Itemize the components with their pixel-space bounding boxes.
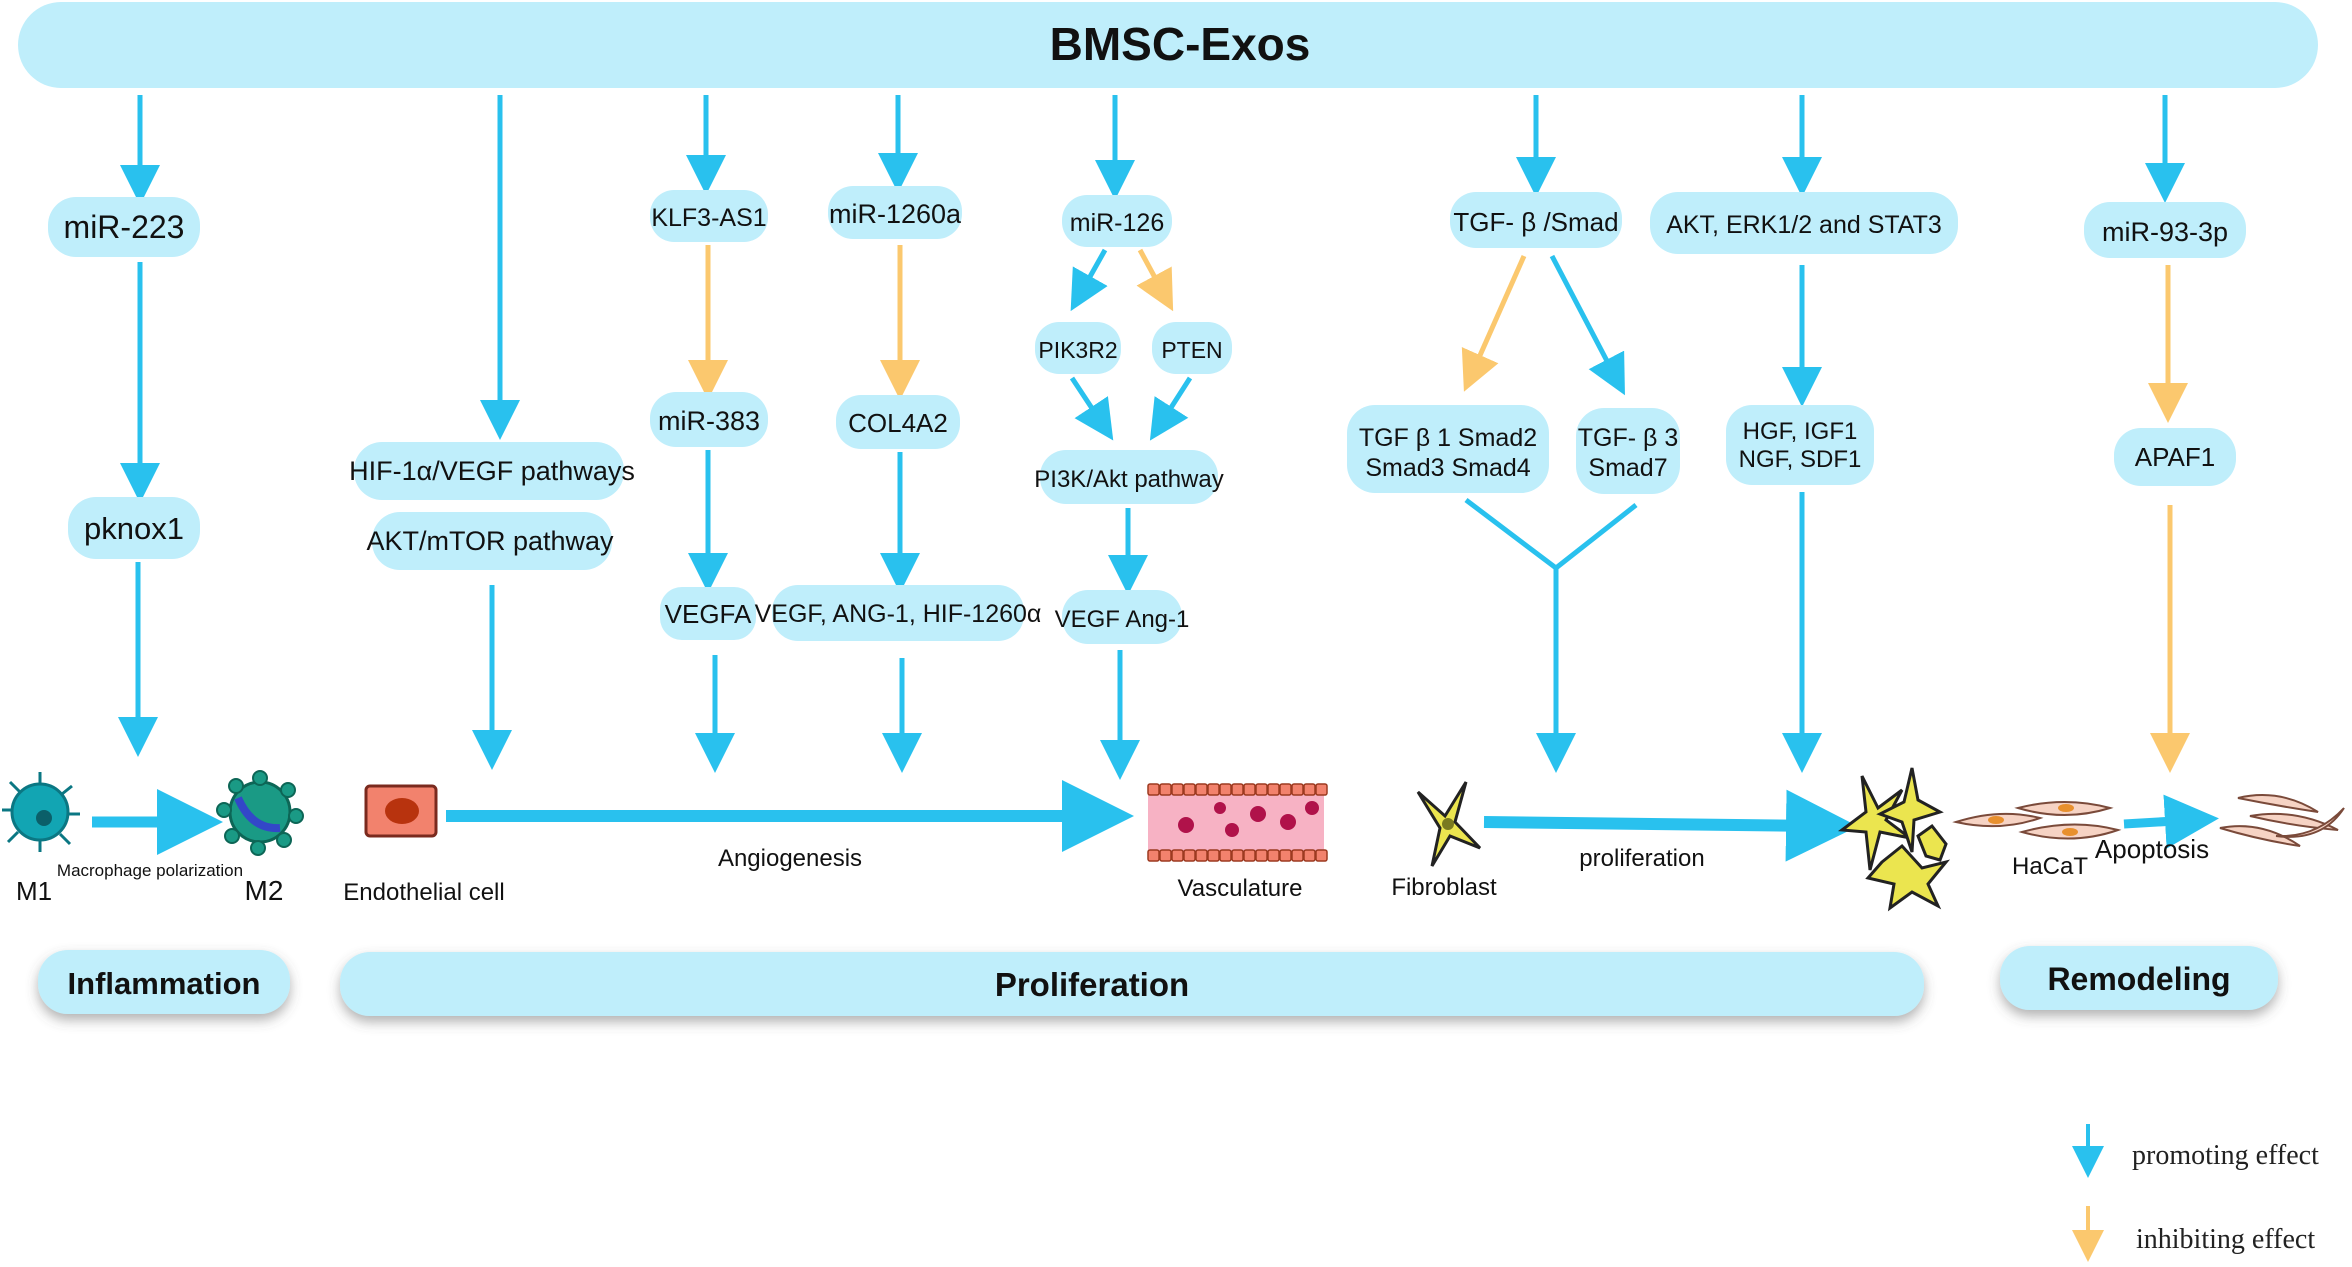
node-mir383 <box>650 392 768 447</box>
phase-proliferation-bar <box>340 952 1924 1016</box>
arrow-mir126-pik3r2 <box>1070 248 1108 312</box>
node-apaf1 <box>2114 428 2236 486</box>
node-mir223 <box>48 197 200 257</box>
arrow-mir126-pten <box>1136 248 1174 312</box>
node-pknox1 <box>68 497 200 559</box>
hacat-label: HaCaT <box>2012 853 2088 880</box>
macrophage-polarization-label: Macrophage polarization <box>57 861 243 880</box>
title-text: BMSC-Exos <box>1050 18 1311 70</box>
node-mir383-label: miR-383 <box>658 406 760 436</box>
node-col4a2 <box>836 395 960 449</box>
phase-remodeling-label: Remodeling <box>2047 961 2230 997</box>
node-tgfb3-line1: TGF- β 3 <box>1578 424 1679 452</box>
node-mir93 <box>2084 202 2246 258</box>
node-mir1260a-label: miR-1260a <box>829 199 962 229</box>
node-vegfa <box>660 587 756 640</box>
node-klf3 <box>650 190 768 242</box>
node-mir1260a <box>828 186 962 239</box>
node-col4a2-label: COL4A2 <box>848 408 948 438</box>
node-pi3k-label: PI3K/Akt pathway <box>1034 466 1223 493</box>
legend-promote-label: promoting effect <box>2132 1140 2319 1171</box>
node-pten <box>1152 322 1232 374</box>
phase-inflammation-bar <box>38 950 290 1014</box>
m1-label: M1 <box>16 876 52 906</box>
node-tgf-smad <box>1450 192 1622 248</box>
node-vegfa-label: VEGFA <box>665 599 752 629</box>
node-klf3-label: KLF3-AS1 <box>651 204 766 232</box>
node-mir223-label: miR-223 <box>64 209 185 245</box>
node-vegf-ang-label: VEGF, ANG-1, HIF-1260α <box>755 600 1042 628</box>
arrow-apoptosis <box>2123 794 2219 849</box>
apoptotic-cells-icon <box>2219 794 2345 847</box>
fibroblast-icon <box>1416 781 1482 867</box>
node-tgf-smad-label: TGF- β /Smad <box>1453 207 1618 237</box>
arrow-pik3r2-pi3k <box>1069 376 1114 441</box>
m2-label: M2 <box>245 875 284 906</box>
phase-proliferation-label: Proliferation <box>995 966 1189 1003</box>
node-vegf-ang <box>772 585 1024 641</box>
angiogenesis-label: Angiogenesis <box>718 845 862 872</box>
merge-lines-tgf <box>1464 498 1638 572</box>
fibroblast-label: Fibroblast <box>1391 874 1497 901</box>
arrow-proliferation <box>1483 789 1858 862</box>
node-mir126-label: miR-126 <box>1070 209 1164 237</box>
node-pik3r2 <box>1035 322 1121 374</box>
node-akt-erk <box>1650 192 1958 254</box>
node-vegf-ang1-label: VEGF Ang-1 <box>1055 606 1190 633</box>
node-pik3r2-label: PIK3R2 <box>1038 337 1117 363</box>
node-tgfb3-line2: Smad7 <box>1588 454 1667 482</box>
endothelial-cell-label: Endothelial cell <box>343 879 504 906</box>
m2-macrophage-icon <box>216 770 304 856</box>
node-pten-label: PTEN <box>1161 337 1222 363</box>
node-akt-erk-label: AKT, ERK1/2 and STAT3 <box>1666 211 1942 239</box>
node-hgf <box>1726 405 1874 485</box>
arrow-tgf-tgfb1 <box>1461 254 1527 392</box>
arrow-tgf-tgfb3 <box>1549 254 1625 396</box>
vasculature-icon <box>1147 783 1328 862</box>
node-apaf1-label: APAF1 <box>2135 442 2215 472</box>
node-akt-mtor <box>372 512 612 570</box>
node-hif-vegf <box>354 442 624 500</box>
hacat-cells-icon <box>1952 801 2122 840</box>
node-akt-mtor-label: AKT/mTOR pathway <box>366 526 614 556</box>
phase-remodeling-bar <box>2000 946 2278 1010</box>
node-hgf-line2: NGF, SDF1 <box>1739 446 1862 473</box>
node-tgfb1 <box>1347 405 1549 493</box>
node-tgfb3 <box>1576 408 1680 494</box>
m1-macrophage-icon <box>2 772 80 852</box>
node-tgfb1-line1: TGF β 1 Smad2 <box>1359 424 1537 452</box>
node-tgfb1-line2: Smad3 Smad4 <box>1365 454 1530 482</box>
node-hgf-line1: HGF, IGF1 <box>1743 418 1858 445</box>
node-vegf-ang1 <box>1062 590 1182 644</box>
vasculature-label: Vasculature <box>1178 875 1303 902</box>
node-hif-vegf-label: HIF-1α/VEGF pathways <box>349 456 635 486</box>
legend-inhibit-label: inhibiting effect <box>2136 1224 2315 1255</box>
node-mir126 <box>1062 195 1172 247</box>
phase-inflammation-label: Inflammation <box>68 966 261 1001</box>
apoptosis-label: Apoptosis <box>2095 834 2209 864</box>
node-pknox1-label: pknox1 <box>84 511 184 546</box>
title-bar <box>18 2 2318 88</box>
node-pi3k <box>1040 450 1218 504</box>
arrow-pten-pi3k <box>1149 376 1193 441</box>
fibroblast-cluster-icon <box>1837 767 1951 912</box>
proliferation-small-label: proliferation <box>1579 845 1704 872</box>
node-mir93-label: miR-93-3p <box>2102 217 2228 247</box>
endothelial-cell-icon <box>364 784 438 838</box>
